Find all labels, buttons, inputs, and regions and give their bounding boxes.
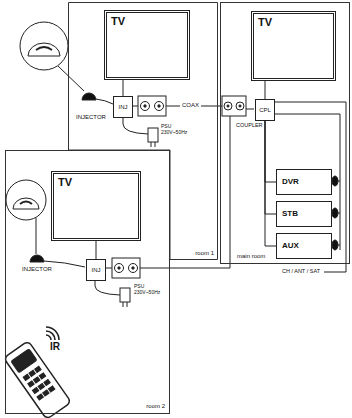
- cable-connector: [123, 80, 124, 96]
- part-label: INJECTOR: [76, 114, 106, 121]
- leader-line: [36, 218, 37, 254]
- ir-cable: [96, 99, 113, 104]
- signal-label: CH / ANT / SAT: [282, 268, 320, 274]
- ir-eye: [82, 93, 96, 100]
- ir-emitter-cable: [274, 114, 340, 250]
- psu-cable: [123, 118, 148, 134]
- tv-screen: TV: [251, 11, 336, 81]
- ir-emitter: [332, 208, 338, 218]
- tv-screen: TV: [104, 10, 190, 80]
- ir-eye: [30, 255, 44, 262]
- psu-cable: [95, 280, 120, 295]
- room-label: main room: [237, 253, 265, 260]
- room-outline: room 2 TV INJ: [5, 150, 170, 414]
- zoom-circle: [20, 22, 68, 70]
- device-box: AUX: [276, 233, 332, 259]
- ir-emitter: [332, 240, 338, 250]
- device-box: STB: [276, 201, 332, 227]
- node-label: CPL: [259, 107, 271, 114]
- psu-label: PSU 230V~50Hz: [134, 284, 168, 295]
- node-label: TV: [258, 16, 272, 28]
- cable-label: COAX: [180, 102, 201, 109]
- node-label: TV: [58, 176, 72, 188]
- node-label: INJ: [92, 267, 101, 274]
- node-label: STB: [282, 210, 298, 219]
- ir-waves: [46, 327, 59, 340]
- cable-connector: [265, 121, 276, 246]
- leader-line: [58, 66, 84, 91]
- ir-emitter: [332, 176, 338, 186]
- wall-socket: [112, 258, 140, 278]
- psu-plug: [148, 128, 158, 142]
- psu-plug: [120, 288, 130, 302]
- remote-control: [4, 341, 72, 418]
- room-label: room 1: [195, 250, 214, 257]
- cable-connector: [265, 121, 276, 182]
- coax-cable: [140, 116, 230, 268]
- psu-label: PSU 230V~50Hz: [161, 124, 197, 135]
- room-outline: main room TV CPL DVR STB AUX: [220, 2, 350, 264]
- node-label: DVR: [282, 178, 299, 187]
- node-label: AUX: [282, 242, 299, 251]
- ir-eye-zoom: [28, 43, 60, 56]
- part-label: INJECTOR: [22, 266, 52, 273]
- node-label: TV: [111, 15, 125, 27]
- cable-connector: [265, 121, 276, 214]
- ir-label: IR: [50, 341, 60, 352]
- coupler-box: CPL: [255, 99, 275, 121]
- cable-connector: [265, 81, 266, 99]
- injector-box: INJ: [113, 96, 133, 118]
- antenna-cable: [274, 102, 346, 272]
- tv-screen: TV: [51, 171, 141, 241]
- wall-socket: [138, 96, 166, 116]
- part-label: COUPLER: [236, 122, 263, 128]
- room-label: room 2: [146, 403, 165, 410]
- wall-socket: [222, 96, 246, 116]
- ir-eye-zoom: [13, 198, 39, 209]
- cable-connector: [96, 241, 97, 259]
- node-label: INJ: [119, 104, 128, 111]
- injector-box: INJ: [86, 259, 106, 281]
- zoom-circle: [6, 180, 46, 220]
- device-box: DVR: [276, 169, 332, 195]
